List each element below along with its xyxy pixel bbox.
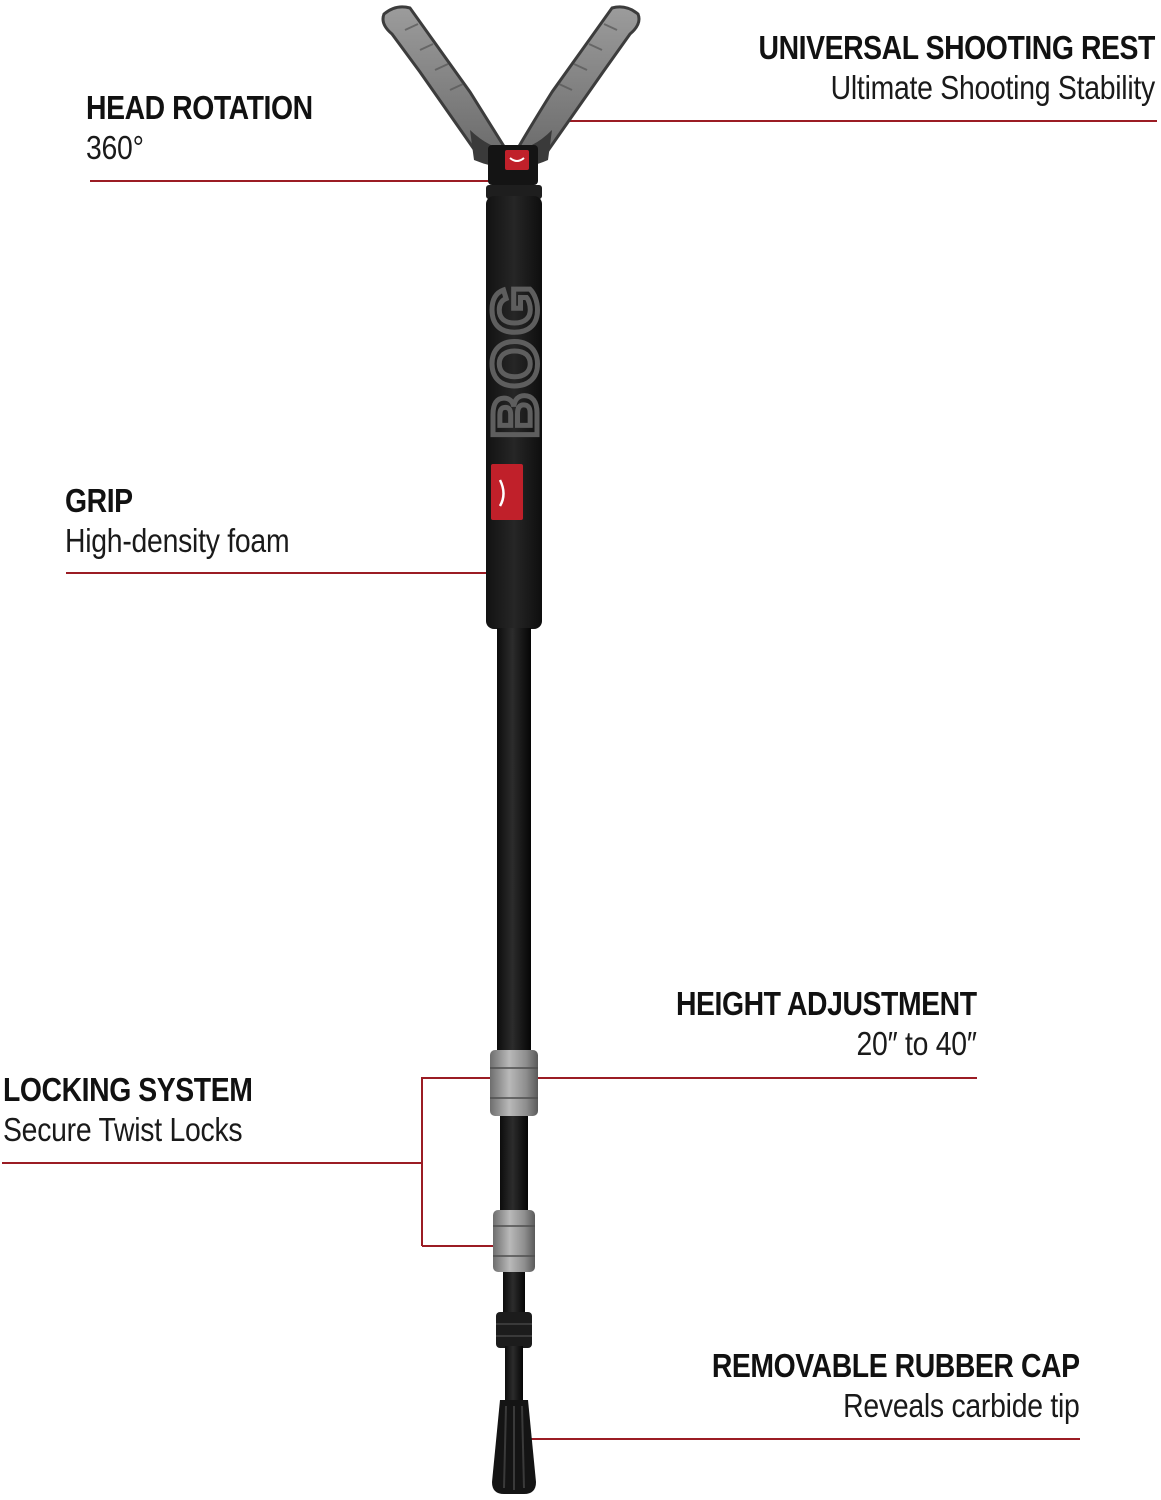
callout-rubber-cap: REMOVABLE RUBBER CAP Reveals carbide tip bbox=[652, 1346, 1080, 1426]
upper-pole bbox=[497, 628, 531, 1053]
upper-twist-lock bbox=[490, 1050, 538, 1116]
locking-system-line bbox=[2, 1077, 509, 1164]
callout-title: UNIVERSAL SHOOTING REST bbox=[758, 29, 1156, 66]
middle-pole bbox=[500, 1116, 528, 1212]
callout-description: 20″ to 40″ bbox=[856, 1025, 977, 1062]
yoke-right-arm bbox=[516, 5, 641, 162]
callout-description: 360° bbox=[86, 129, 144, 166]
callout-title: GRIP bbox=[65, 482, 133, 519]
callout-description: Ultimate Shooting Stability bbox=[830, 69, 1156, 106]
foam-grip: BOG bbox=[476, 196, 553, 629]
callout-height-adjustment: HEIGHT ADJUSTMENT 20″ to 40″ bbox=[627, 984, 977, 1064]
grip-logo-badge bbox=[491, 464, 523, 520]
tip-pole bbox=[505, 1346, 523, 1402]
grip-brand-logo: BOG bbox=[479, 281, 551, 439]
callout-description: Secure Twist Locks bbox=[3, 1111, 243, 1148]
lower-pole bbox=[503, 1272, 525, 1314]
v-yoke-rest bbox=[381, 5, 641, 168]
callout-grip: GRIP High-density foam bbox=[65, 481, 326, 561]
callout-title: HEAD ROTATION bbox=[86, 89, 313, 126]
callout-description: Reveals carbide tip bbox=[843, 1387, 1081, 1424]
callout-description: High-density foam bbox=[65, 522, 290, 559]
callout-lines bbox=[2, 120, 1157, 1440]
head-collar bbox=[486, 145, 542, 199]
callout-head-rotation: HEAD ROTATION 360° bbox=[86, 88, 350, 168]
callout-shooting-rest: UNIVERSAL SHOOTING REST Ultimate Shootin… bbox=[694, 28, 1156, 108]
callout-title: REMOVABLE RUBBER CAP bbox=[712, 1347, 1080, 1384]
lower-twist-lock bbox=[493, 1210, 535, 1272]
bottom-collar bbox=[496, 1312, 532, 1348]
callout-locking-system: LOCKING SYSTEM Secure Twist Locks bbox=[3, 1070, 293, 1150]
callout-title: HEIGHT ADJUSTMENT bbox=[676, 985, 977, 1022]
yoke-left-arm bbox=[381, 5, 507, 162]
callout-title: LOCKING SYSTEM bbox=[3, 1071, 253, 1108]
